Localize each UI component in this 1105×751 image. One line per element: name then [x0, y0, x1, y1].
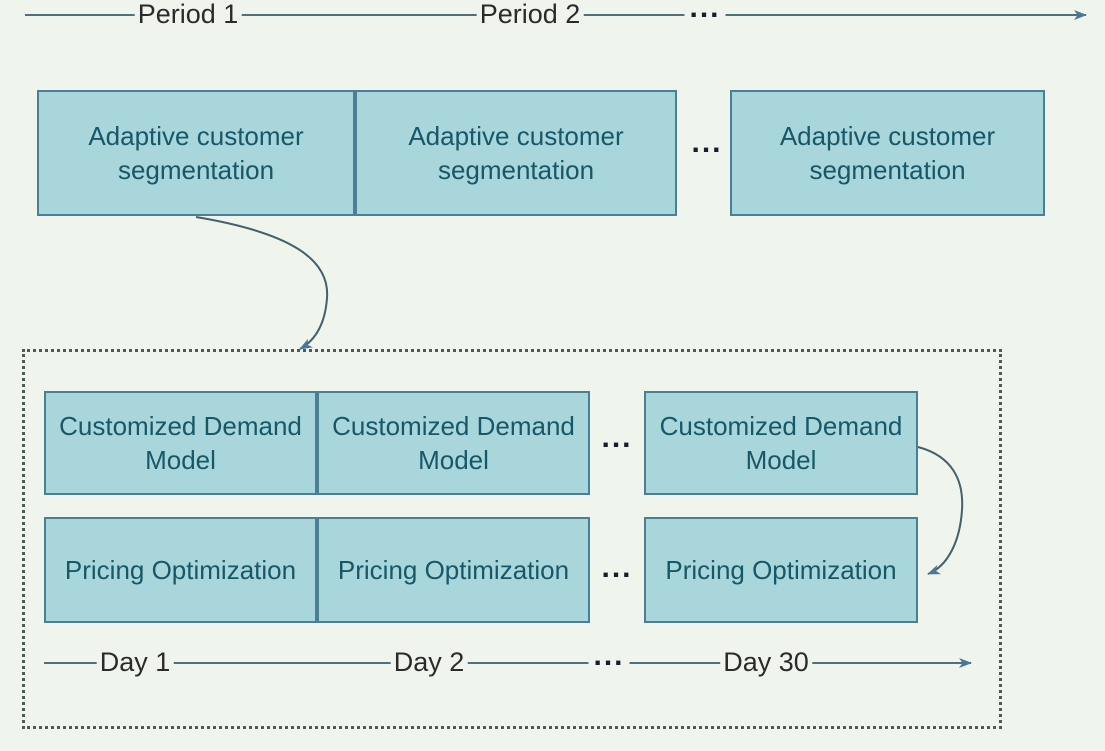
- segmentation-box-label: Adaptive customer segmentation: [88, 121, 304, 185]
- period-axis-ellipsis: ...: [684, 0, 726, 23]
- demand-model-box-day-30: Customized Demand Model: [644, 391, 918, 495]
- daily-loop-panel-border: [22, 349, 1002, 729]
- demand-model-box-label: Customized Demand Model: [659, 411, 903, 475]
- segmentation-row-ellipsis: ...: [691, 126, 723, 159]
- segmentation-to-daily-curve-arrow: [195, 216, 329, 350]
- period-2-label: Period 2: [476, 0, 584, 29]
- segmentation-box-label: Adaptive customer segmentation: [779, 121, 996, 185]
- day-1-label: Day 1: [96, 647, 174, 677]
- demand-model-box-label: Customized Demand Model: [332, 411, 575, 475]
- pricing-box-day-1: Pricing Optimization: [44, 517, 317, 623]
- demand-row-ellipsis: ...: [601, 421, 633, 454]
- pricing-box-label: Pricing Optimization: [337, 555, 570, 585]
- pricing-row-ellipsis: ...: [601, 551, 633, 584]
- day-30-label: Day 30: [720, 647, 812, 677]
- pricing-box-label: Pricing Optimization: [64, 555, 297, 585]
- day-2-label: Day 2: [390, 647, 468, 677]
- pricing-box-label: Pricing Optimization: [665, 555, 897, 585]
- segmentation-box-period-2: Adaptive customer segmentation: [355, 90, 677, 216]
- segmentation-box-period-n: Adaptive customer segmentation: [730, 90, 1045, 216]
- day-axis-ellipsis: ...: [588, 641, 630, 671]
- segmentation-box-period-1: Adaptive customer segmentation: [37, 90, 355, 216]
- demand-model-box-day-2: Customized Demand Model: [317, 391, 590, 495]
- pricing-box-day-30: Pricing Optimization: [644, 517, 918, 623]
- segmentation-box-label: Adaptive customer segmentation: [408, 121, 624, 185]
- period-1-label: Period 1: [134, 0, 242, 29]
- demand-model-box-day-1: Customized Demand Model: [44, 391, 317, 495]
- demand-model-box-label: Customized Demand Model: [59, 411, 302, 475]
- pricing-box-day-2: Pricing Optimization: [317, 517, 590, 623]
